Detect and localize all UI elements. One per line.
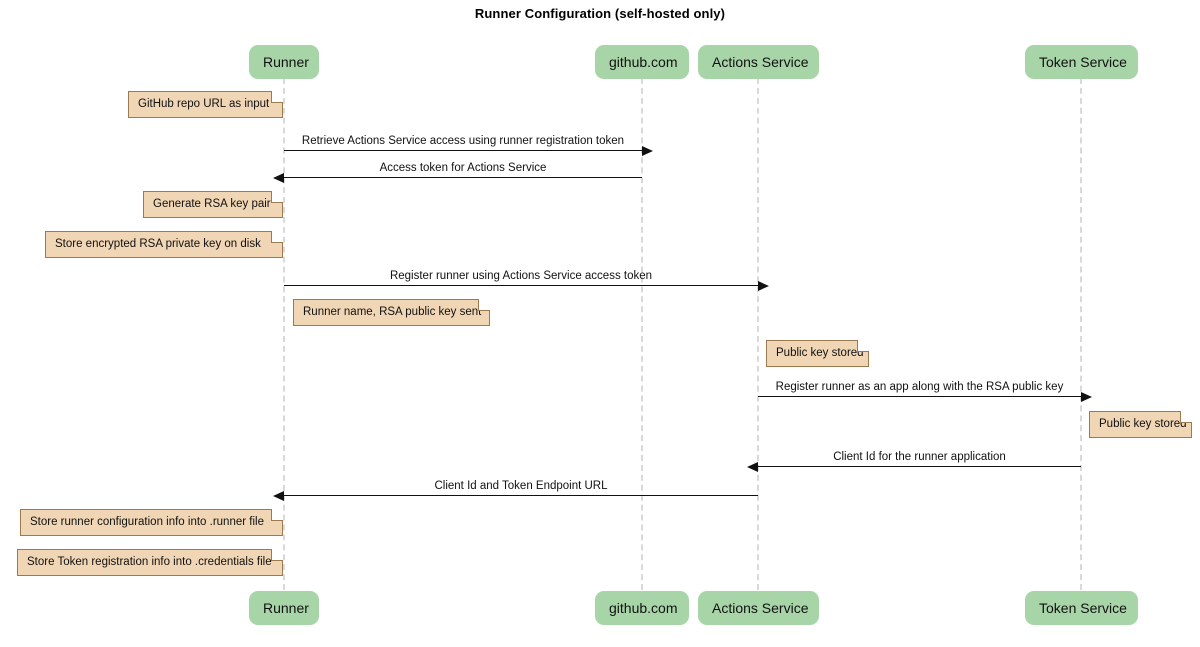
participant-label: Runner [263,54,309,70]
note-fold-corner-icon [271,231,283,243]
note-store-runner-config: Store runner configuration info into .ru… [20,509,283,536]
participant-label: Token Service [1039,54,1127,70]
note-public-key-stored-actions: Public key stored [766,340,869,367]
note-text: Runner name, RSA public key sent [303,306,482,318]
msg-access-token: Access token for Actions Service [273,162,642,183]
participant-runner-top[interactable]: Runner [249,45,319,79]
participant-label: github.com [609,54,678,70]
msg-client-id-runner-app: Client Id for the runner application [747,451,1081,472]
arrowhead-left-icon [273,173,284,183]
note-text: Generate RSA key pair [153,198,271,210]
note-fold-corner-icon [857,340,869,352]
note-text: GitHub repo URL as input [138,98,270,110]
msg-retrieve-actions-access: Retrieve Actions Service access using ru… [284,135,653,156]
arrowhead-left-icon [747,462,758,472]
note-fold-corner-icon [271,191,283,203]
participant-github-bottom[interactable]: github.com [595,591,689,625]
note-store-encrypted-rsa: Store encrypted RSA private key on disk [45,231,283,258]
participant-github-top[interactable]: github.com [595,45,689,79]
note-github-repo-url: GitHub repo URL as input [128,91,283,118]
arrowhead-right-icon [642,146,653,156]
lifeline-token [1080,78,1082,590]
note-text: Public key stored [1099,418,1187,430]
page-title: Runner Configuration (self-hosted only) [474,6,726,21]
message-label: Access token for Actions Service [379,162,547,174]
arrowhead-left-icon [273,491,284,501]
participant-label: Actions Service [712,600,809,616]
participant-token-top[interactable]: Token Service [1025,45,1138,79]
note-text: Store encrypted RSA private key on disk [55,238,261,250]
msg-register-runner: Register runner using Actions Service ac… [284,270,769,291]
message-label: Register runner using Actions Service ac… [389,270,653,282]
message-label: Client Id and Token Endpoint URL [434,480,608,492]
arrowhead-right-icon [758,281,769,291]
participant-label: Runner [263,600,309,616]
participant-actions-top[interactable]: Actions Service [698,45,819,79]
note-runner-name-rsa: Runner name, RSA public key sent [293,299,490,326]
participant-token-bottom[interactable]: Token Service [1025,591,1138,625]
note-text: Store Token registration info into .cred… [27,556,272,568]
lifeline-actions [757,78,759,590]
note-text: Store runner configuration info into .ru… [30,516,264,528]
msg-client-id-token-endpoint: Client Id and Token Endpoint URL [273,480,758,501]
note-fold-corner-icon [1180,411,1192,423]
note-public-key-stored-token: Public key stored [1089,411,1192,438]
note-generate-rsa: Generate RSA key pair [143,191,283,218]
participant-runner-bottom[interactable]: Runner [249,591,319,625]
participant-label: Actions Service [712,54,809,70]
note-fold-corner-icon [271,549,283,561]
participant-actions-bottom[interactable]: Actions Service [698,591,819,625]
lifeline-github [641,78,643,590]
participant-label: Token Service [1039,600,1127,616]
note-fold-corner-icon [478,299,490,311]
message-label: Register runner as an app along with the… [775,381,1064,393]
lifeline-runner [283,78,285,590]
participant-label: github.com [609,600,678,616]
note-text: Public key stored [776,347,864,359]
note-fold-corner-icon [271,509,283,521]
arrowhead-right-icon [1081,392,1092,402]
message-label: Client Id for the runner application [833,451,1006,463]
message-label: Retrieve Actions Service access using ru… [301,135,625,147]
msg-register-runner-as-app: Register runner as an app along with the… [758,381,1092,402]
note-fold-corner-icon [271,91,283,103]
note-store-token-registration: Store Token registration info into .cred… [17,549,283,576]
